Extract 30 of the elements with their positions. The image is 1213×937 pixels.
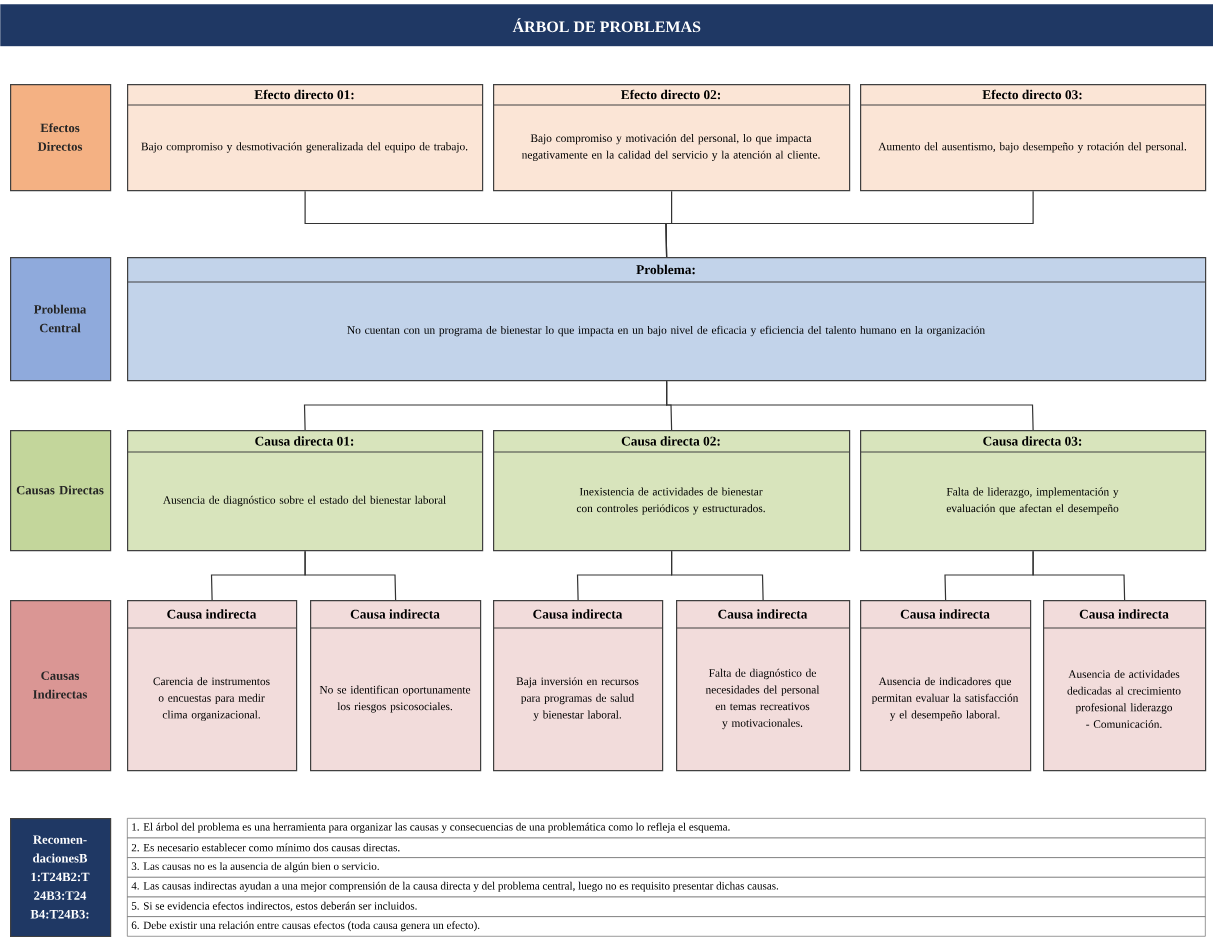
row-label: Recomen- dacionesB 1:T24B2:T 24B3:T24 B4:T24B3: [10,818,112,937]
row-label: Causas Directas [10,430,112,552]
connector-line [1032,550,1126,601]
cause-box: Causa directa 02: Inexistencia de actividades de bienestar con controles periódicos y estructurados. [492,430,851,552]
effect-box: Efecto directo 01: Bajo compromiso y desmotivación generalizada del equipo de trabajo. [126,84,484,192]
connector-line [671,550,764,601]
row-label: Efectos Directos [10,84,112,192]
effect-box: Efecto directo 03: Aumento del ausentismo, bajo desempeño y rotación del personal. [859,84,1207,192]
cause-box: Causa indirecta Falta de diagnóstico de necesidades del personal en temas recreativos y motivacionales. [675,600,851,772]
cause-box: Causa directa 01: Ausencia de diagnóstico sobre el estado del bienestar laboral [126,430,484,552]
title-banner: ÁRBOL DE PROBLEMAS [0,4,1213,47]
cause-box: Causa indirecta Carencia de instrumentos o encuestas para medir clima organizacional. [126,600,298,772]
recommendation-row: 3. Las causas no es la ausencia de algún bien o servicio. [127,857,1206,878]
cause-box: Causa indirecta Ausencia de actividades dedicadas al crecimiento profesional liderazgo - Comunicación. [1042,600,1207,772]
recommendation-row: 4. Las causas indirectas ayudan a una mejor comprensión de la causa directa y del problema central, luego no es requisito presentar dichas causas. [127,877,1206,898]
recommendation-row: 2. Es necesario establecer como mínimo dos causas directas. [127,837,1206,859]
connector-line [665,190,1034,258]
row-label: Causas Indirectas [10,600,112,772]
row-label: Problema Central [10,257,112,382]
cause-box: Causa indirecta Ausencia de indicadores que permitan evaluar la satisfacción y el desempeño laboral. [859,600,1032,772]
problem-box: Problema: No cuentan con un programa de bienestar lo que impacta en un bajo nivel de eficacia y eficiencia del talento humano en la organización [126,257,1207,382]
recommendation-row: 6. Debe existir una relación entre causas efectos (toda causa genera un efecto). [127,916,1206,937]
connector-line [666,380,1034,431]
recommendation-row: 1. El árbol del problema es una herramienta para organizar las causas y consecuencias de una problemática como lo refleja el esquema. [127,818,1206,839]
cause-box: Causa indirecta Baja inversión en recursos para programas de salud y bienestar laboral. [492,600,664,772]
recommendation-row: 5. Si se evidencia efectos indirectos, estos deberán ser incluidos. [127,896,1206,918]
effect-box: Efecto directo 02: Bajo compromiso y motivación del personal, lo que impacta negativamente en la calidad del servicio y la atención al cliente. [492,84,851,192]
cause-box: Causa indirecta No se identifican oportunamente los riesgos psicosociales. [309,600,482,772]
connector-line [304,550,397,601]
cause-box: Causa directa 03: Falta de liderazgo, implementación y evaluación que afectan el desempeño [859,430,1207,552]
